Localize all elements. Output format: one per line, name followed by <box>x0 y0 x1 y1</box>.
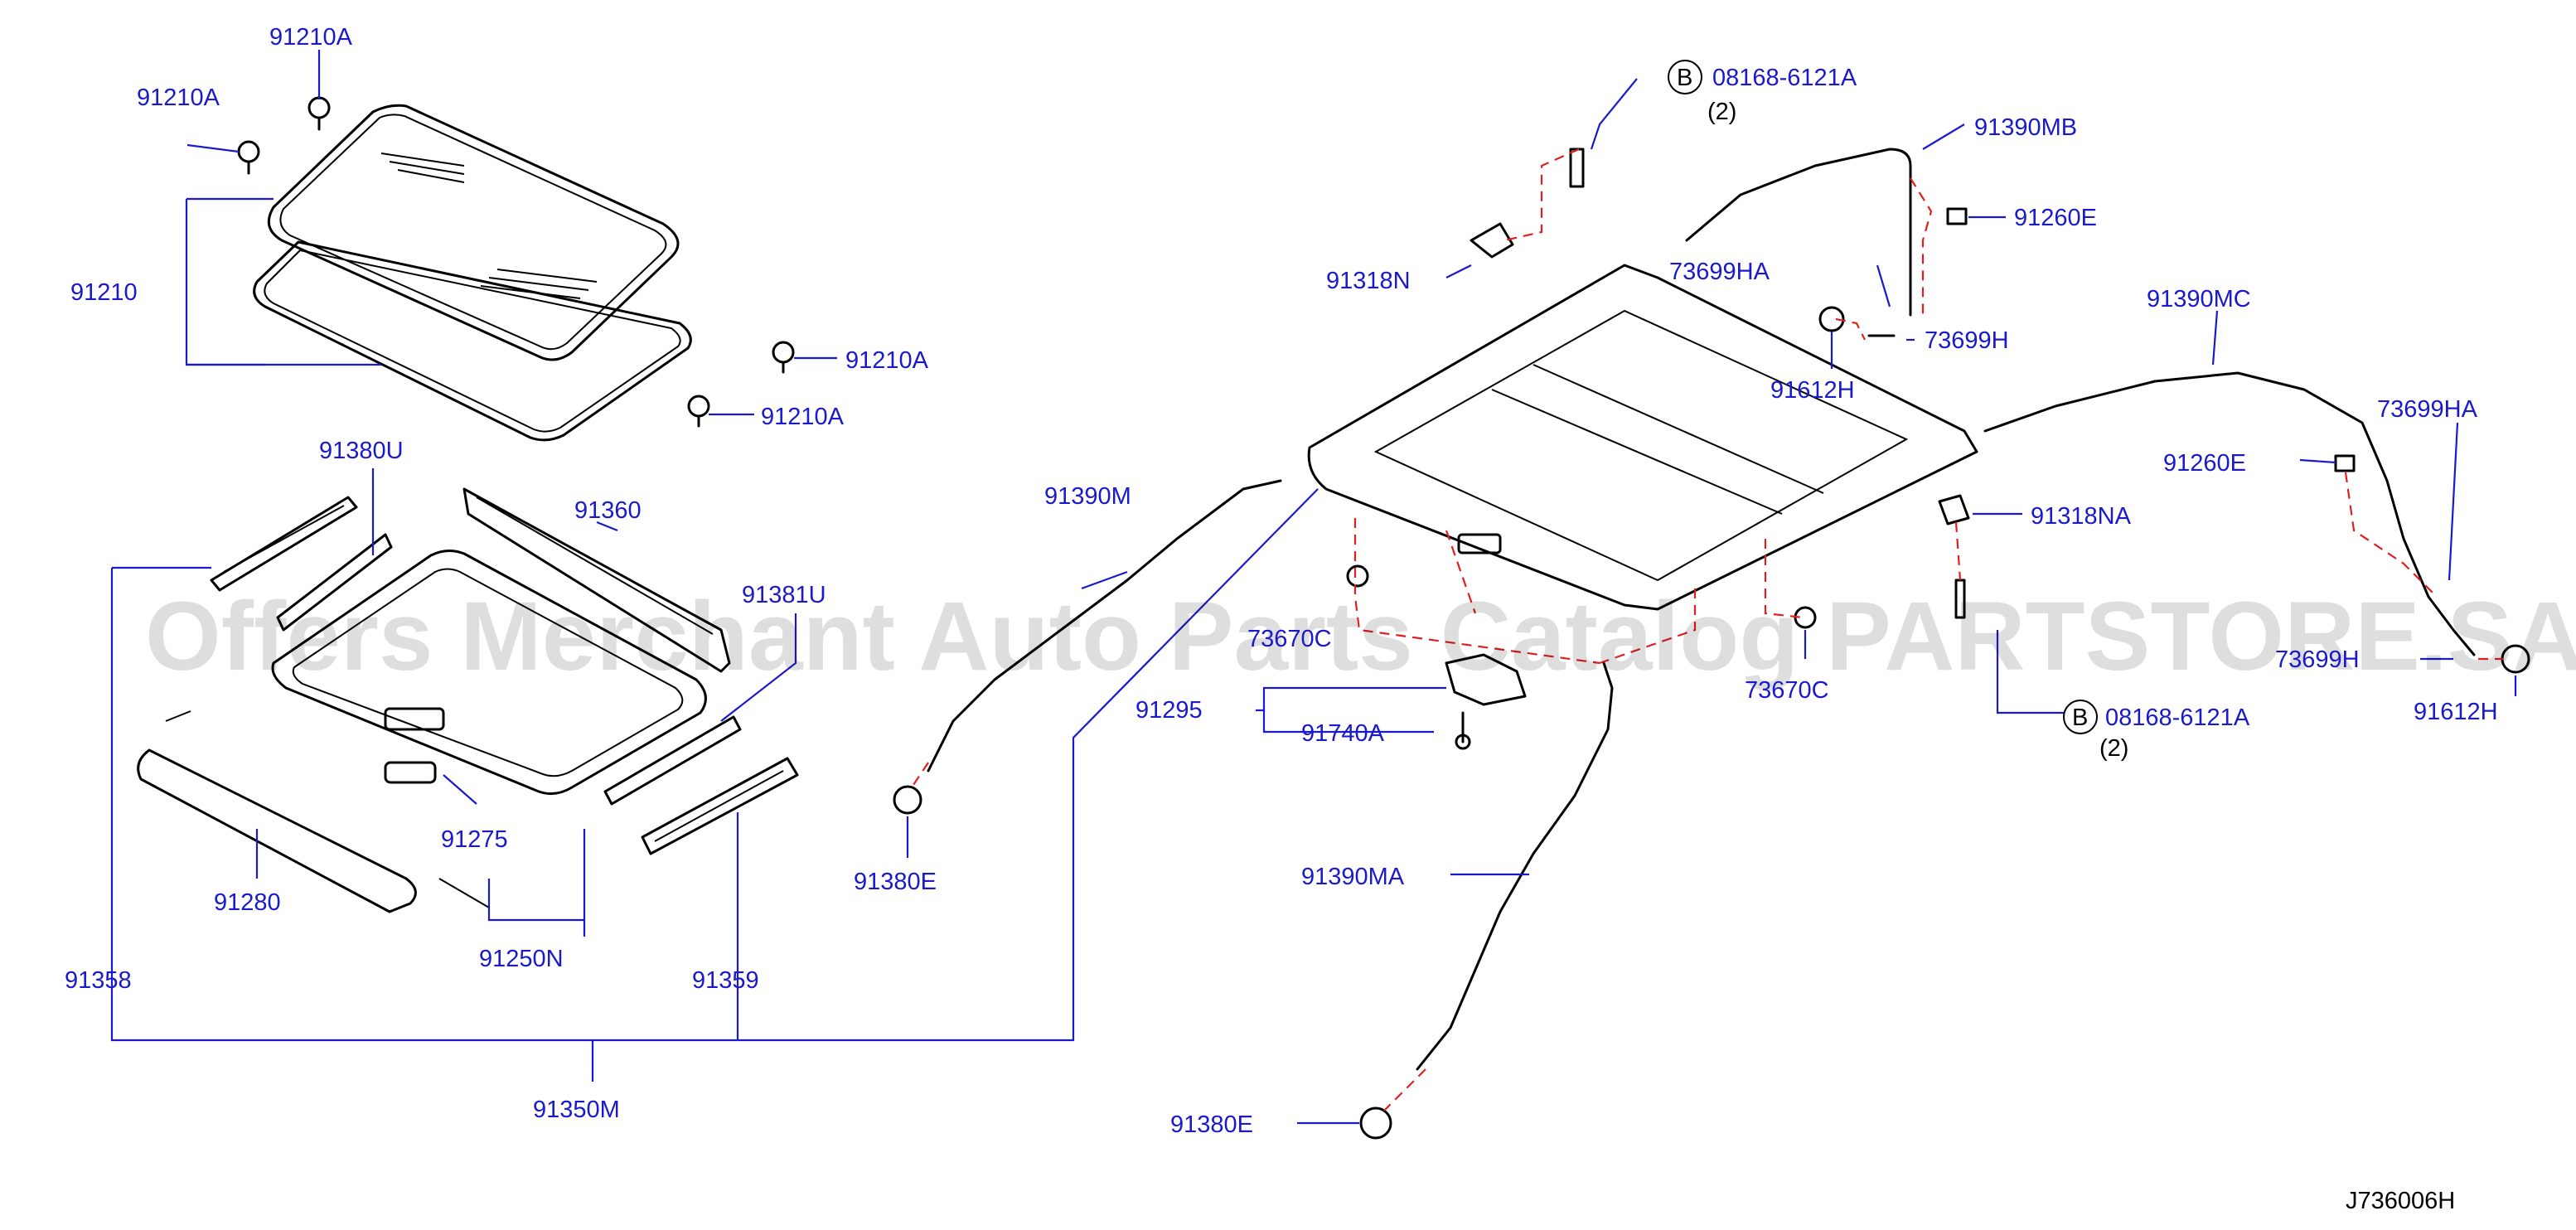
drain-hose-91390MB <box>1685 148 1912 337</box>
label-91210A-top: 91210A <box>269 24 353 51</box>
label-91380E-left: 91380E <box>854 869 937 895</box>
label-91210: 91210 <box>70 279 138 306</box>
drain-hose-91390MA <box>1359 661 1614 1140</box>
label-73699HA-right: 73699HA <box>2377 396 2478 423</box>
bolt-symbol-b-bottom: B <box>2072 705 2088 731</box>
label-91280: 91280 <box>214 889 281 916</box>
label-91210A-left: 91210A <box>137 85 220 111</box>
label-qty-bottom: (2) <box>2099 735 2128 762</box>
label-73670C-left: 73670C <box>1247 626 1332 652</box>
watermark: Offers Merchant Auto Parts Catalog PARTS… <box>145 582 2576 691</box>
label-91740A: 91740A <box>1301 720 1385 747</box>
bolt-symbol-circle-1 <box>1668 60 1702 94</box>
label-73670C-right: 73670C <box>1745 677 1829 704</box>
label-91210A-lower: 91210A <box>761 404 845 430</box>
bolt-symbol-b-top: B <box>1677 65 1692 91</box>
label-91318NA: 91318NA <box>2031 503 2132 530</box>
label-91390MB: 91390MB <box>1974 114 2077 141</box>
label-91260E-right: 91260E <box>2163 450 2246 477</box>
label-91381U: 91381U <box>742 582 826 608</box>
rail-91380U <box>210 496 393 632</box>
label-91250N: 91250N <box>479 946 564 972</box>
label-91390M: 91390M <box>1044 483 1131 510</box>
diagram-code: J736006H <box>2346 1188 2455 1214</box>
label-qty-top: (2) <box>1707 99 1736 125</box>
frame-91250N <box>271 487 731 796</box>
label-91359: 91359 <box>692 967 759 994</box>
label-91260E-top: 91260E <box>2014 205 2097 231</box>
label-91360: 91360 <box>574 497 642 524</box>
part-labels: 91210A 91210A 91210 91210A 91210A 91380U… <box>65 24 2498 1214</box>
leader-lines <box>110 50 2517 1125</box>
label-73699HA-top: 73699HA <box>1669 259 1770 285</box>
label-08168-6121A-bottom: 08168-6121A <box>2105 705 2250 731</box>
label-91295: 91295 <box>1135 697 1203 724</box>
label-91390MA: 91390MA <box>1301 864 1405 890</box>
drain-hose-91390M <box>893 479 1282 815</box>
small-parts <box>1346 148 2356 629</box>
label-91318N: 91318N <box>1326 268 1411 294</box>
label-91380E-bottom: 91380E <box>1170 1111 1253 1138</box>
main-frame-91295 <box>1307 264 1978 611</box>
clip-91210A-set <box>237 96 795 428</box>
rail-91381U <box>603 715 799 855</box>
label-73699H-right: 73699H <box>2275 646 2360 673</box>
label-91390MC: 91390MC <box>2147 286 2251 312</box>
bolt-symbol-circle-2 <box>2063 700 2098 734</box>
label-73699H-top: 73699H <box>1925 327 2009 354</box>
dashed-guides <box>911 148 2503 1111</box>
label-91612H-right: 91612H <box>2414 699 2498 725</box>
sunshade-91280 <box>137 710 490 913</box>
label-08168-6121A-top: 08168-6121A <box>1712 65 1857 91</box>
label-91612H-left: 91612H <box>1770 377 1855 404</box>
motor-91740A <box>1445 653 1527 750</box>
label-91358: 91358 <box>65 967 132 994</box>
label-91350M: 91350M <box>533 1097 620 1123</box>
glass-panel-91210 <box>253 104 692 442</box>
label-91380U: 91380U <box>319 438 404 464</box>
label-91275: 91275 <box>441 826 508 853</box>
label-91210A-right: 91210A <box>845 347 929 374</box>
handle-91275 <box>384 761 437 784</box>
